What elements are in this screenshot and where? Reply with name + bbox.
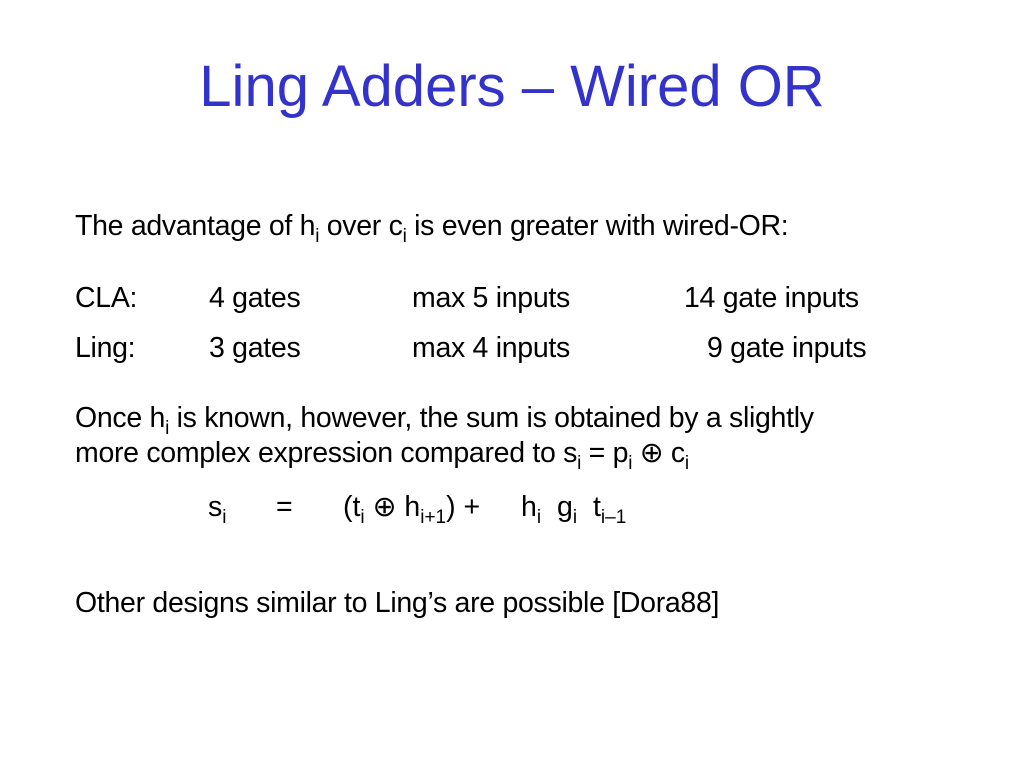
intro-sub-1: i xyxy=(315,226,320,247)
row-gate-inputs: 14 gate inputs xyxy=(684,282,859,314)
row-gates: 4 gates xyxy=(209,282,301,314)
para-text-2b: = p xyxy=(581,437,629,469)
para-text-1b: is known, however, the sum is obtained b… xyxy=(169,402,814,434)
eq-open: (t xyxy=(343,491,361,523)
eq-xor: ⊕ h xyxy=(364,491,421,523)
para-sub-2c: i xyxy=(684,453,689,474)
eq-close-plus: ) + xyxy=(446,491,481,523)
row-gates: 3 gates xyxy=(209,332,301,364)
para-line-1: Once hi is known, however, the sum is ob… xyxy=(75,401,814,438)
eq-lhs: si xyxy=(208,490,226,527)
row-gate-inputs: 9 gate inputs xyxy=(707,332,867,364)
footer-line: Other designs similar to Ling’s are poss… xyxy=(75,587,720,619)
intro-text-2: over c xyxy=(319,210,403,242)
eq-term-g: gi xyxy=(557,490,577,527)
row-max-inputs: max 5 inputs xyxy=(412,282,570,314)
eq-t-sub: i xyxy=(360,507,365,528)
eq-h-sub: i+1 xyxy=(420,507,447,528)
eq-equals: = xyxy=(276,491,293,523)
eq-lhs-symbol: s xyxy=(208,491,223,523)
intro-sub-2: i xyxy=(402,226,407,247)
para-line-2: more complex expression compared to si =… xyxy=(75,436,689,473)
para-sub-2a: i xyxy=(577,453,582,474)
eq-g: g xyxy=(557,491,573,523)
table-row-ling: Ling: 3 gates max 4 inputs 9 gate inputs xyxy=(0,331,1024,365)
eq-term-1: (ti ⊕ hi+1) + xyxy=(343,490,481,527)
para-text-1a: Once h xyxy=(75,402,166,434)
intro-text-3: is even greater with wired-OR: xyxy=(406,210,789,242)
eq-lhs-sub: i xyxy=(222,507,227,528)
sum-equation: si = (ti ⊕ hi+1) + hi gi ti–1 xyxy=(0,490,1024,530)
eq-term-t: ti–1 xyxy=(593,490,626,527)
eq-h2: h xyxy=(521,491,537,523)
para-text-2c: ⊕ c xyxy=(632,437,685,469)
eq-t2: t xyxy=(593,491,601,523)
eq-term-h: hi xyxy=(521,490,541,527)
eq-g-sub: i xyxy=(572,507,578,528)
slide-title: Ling Adders – Wired OR xyxy=(199,54,825,119)
eq-h2-sub: i xyxy=(536,507,542,528)
para-text-2a: more complex expression compared to s xyxy=(75,437,578,469)
para-sub-2b: i xyxy=(628,453,633,474)
intro-line: The advantage of hi over ci is even grea… xyxy=(75,209,789,246)
intro-text-1: The advantage of h xyxy=(75,210,316,242)
row-max-inputs: max 4 inputs xyxy=(412,332,570,364)
eq-t2-sub: i–1 xyxy=(600,507,627,528)
para-sub-1: i xyxy=(165,418,170,439)
row-label: CLA: xyxy=(75,282,138,314)
row-label: Ling: xyxy=(75,332,136,364)
table-row-cla: CLA: 4 gates max 5 inputs 14 gate inputs xyxy=(0,281,1024,315)
